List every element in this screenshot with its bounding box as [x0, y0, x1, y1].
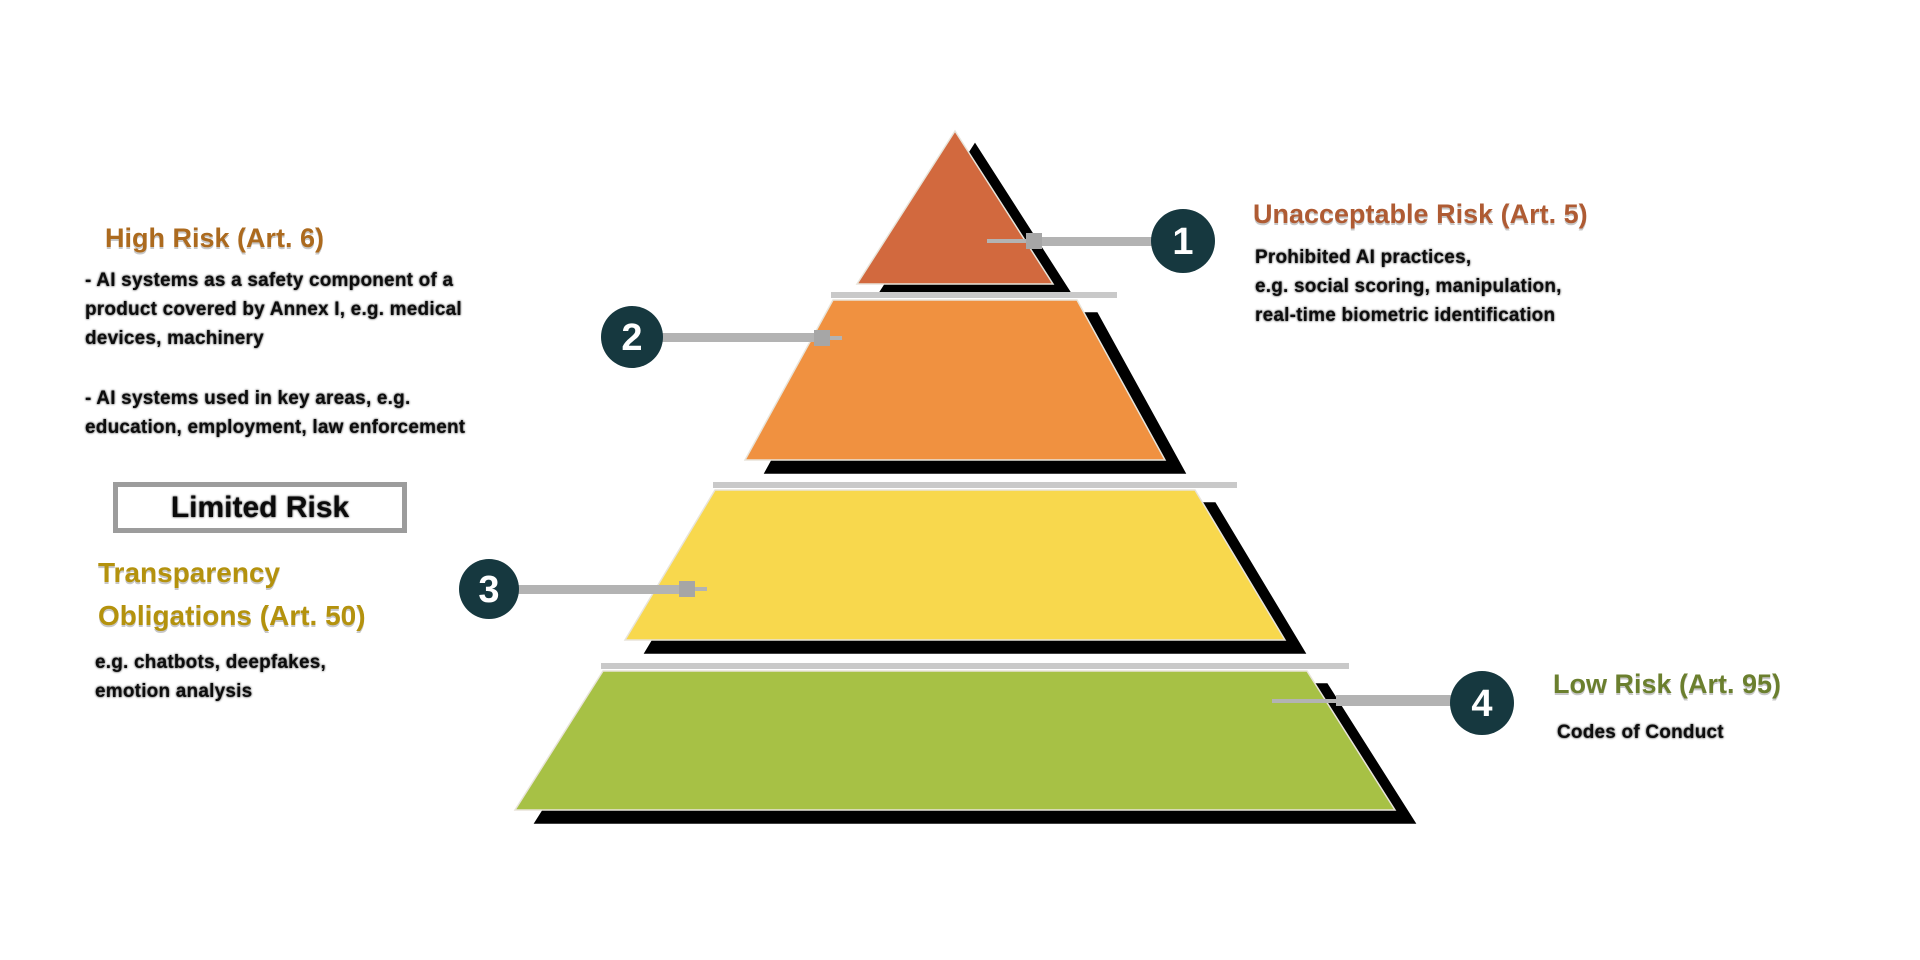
high-risk-body-1: - AI systems as a safety component of a … — [85, 266, 462, 353]
low-risk-title: Low Risk (Art. 95) — [1553, 669, 1782, 699]
separator-line-level-4 — [601, 663, 1349, 669]
connector-line-1 — [987, 233, 1153, 249]
body-text-line: - AI systems used in key areas, e.g. — [85, 388, 411, 409]
unacceptable-risk-body: Prohibited AI practices, e.g. social sco… — [1255, 243, 1562, 330]
body-text-line: - AI systems as a safety component of a — [85, 270, 454, 291]
body-text-line: devices, machinery — [85, 328, 264, 349]
separator-line-level-2 — [831, 292, 1117, 298]
marker-circle-4 — [1450, 671, 1514, 735]
body-text-line: emotion analysis — [95, 681, 253, 702]
marker-circle-2 — [601, 306, 663, 368]
body-text-line: Codes of Conduct — [1557, 722, 1724, 743]
transparency-title: Transparency Obligations (Art. 50) — [98, 551, 438, 637]
limited-risk-box: Limited Risk — [113, 482, 407, 533]
marker-number-3: 3 — [478, 569, 499, 611]
connector-line-2 — [661, 330, 842, 346]
limited-risk-box-label: Limited Risk — [170, 490, 350, 524]
level-marker-2: 2 — [601, 306, 663, 368]
body-text-line: product covered by Annex I, e.g. medical — [85, 299, 462, 320]
high-risk-title: High Risk (Art. 6) — [105, 223, 325, 253]
body-text-line: e.g. social scoring, manipulation, — [1255, 276, 1562, 297]
body-text-line: Prohibited AI practices, — [1255, 247, 1472, 268]
level-marker-1: 1 — [1151, 209, 1215, 273]
level-marker-4: 4 — [1450, 671, 1514, 735]
unacceptable-risk-title: Unacceptable Risk (Art. 5) — [1253, 199, 1588, 229]
high-risk-body-2: - AI systems used in key areas, e.g. edu… — [85, 384, 465, 442]
marker-number-2: 2 — [621, 317, 642, 359]
level-marker-3: 3 — [459, 559, 519, 619]
body-text-line: real-time biometric identification — [1255, 305, 1556, 326]
body-text-line: education, employment, law enforcement — [85, 417, 466, 438]
low-risk-body: Codes of Conduct — [1557, 718, 1724, 747]
body-text-line: e.g. chatbots, deepfakes, — [95, 652, 326, 673]
transparency-label-block: Transparency Obligations (Art. 50) — [98, 551, 438, 637]
pyramid-level-2-high-risk — [743, 299, 1167, 461]
low-risk-label-block: Low Risk (Art. 95) — [1553, 668, 1781, 700]
unacceptable-risk-label-block: Unacceptable Risk (Art. 5) — [1253, 198, 1588, 230]
separator-line-level-3 — [713, 482, 1237, 488]
transparency-title-line-2: Obligations (Art. 50) — [98, 600, 366, 631]
marker-number-1: 1 — [1172, 221, 1193, 263]
connector-line-4 — [1272, 695, 1451, 706]
marker-number-4: 4 — [1471, 683, 1492, 725]
marker-circle-3 — [459, 559, 519, 619]
transparency-title-line-1: Transparency — [98, 557, 281, 588]
high-risk-label-block: High Risk (Art. 6) — [105, 222, 324, 254]
connector-line-3 — [518, 581, 707, 597]
pyramid-level-3-transparency — [623, 489, 1287, 641]
pyramid-level-1-unacceptable-risk — [855, 129, 1055, 285]
marker-circle-1 — [1151, 209, 1215, 273]
transparency-body: e.g. chatbots, deepfakes, emotion analys… — [95, 648, 326, 706]
pyramid-level-4-low-risk — [513, 670, 1397, 811]
